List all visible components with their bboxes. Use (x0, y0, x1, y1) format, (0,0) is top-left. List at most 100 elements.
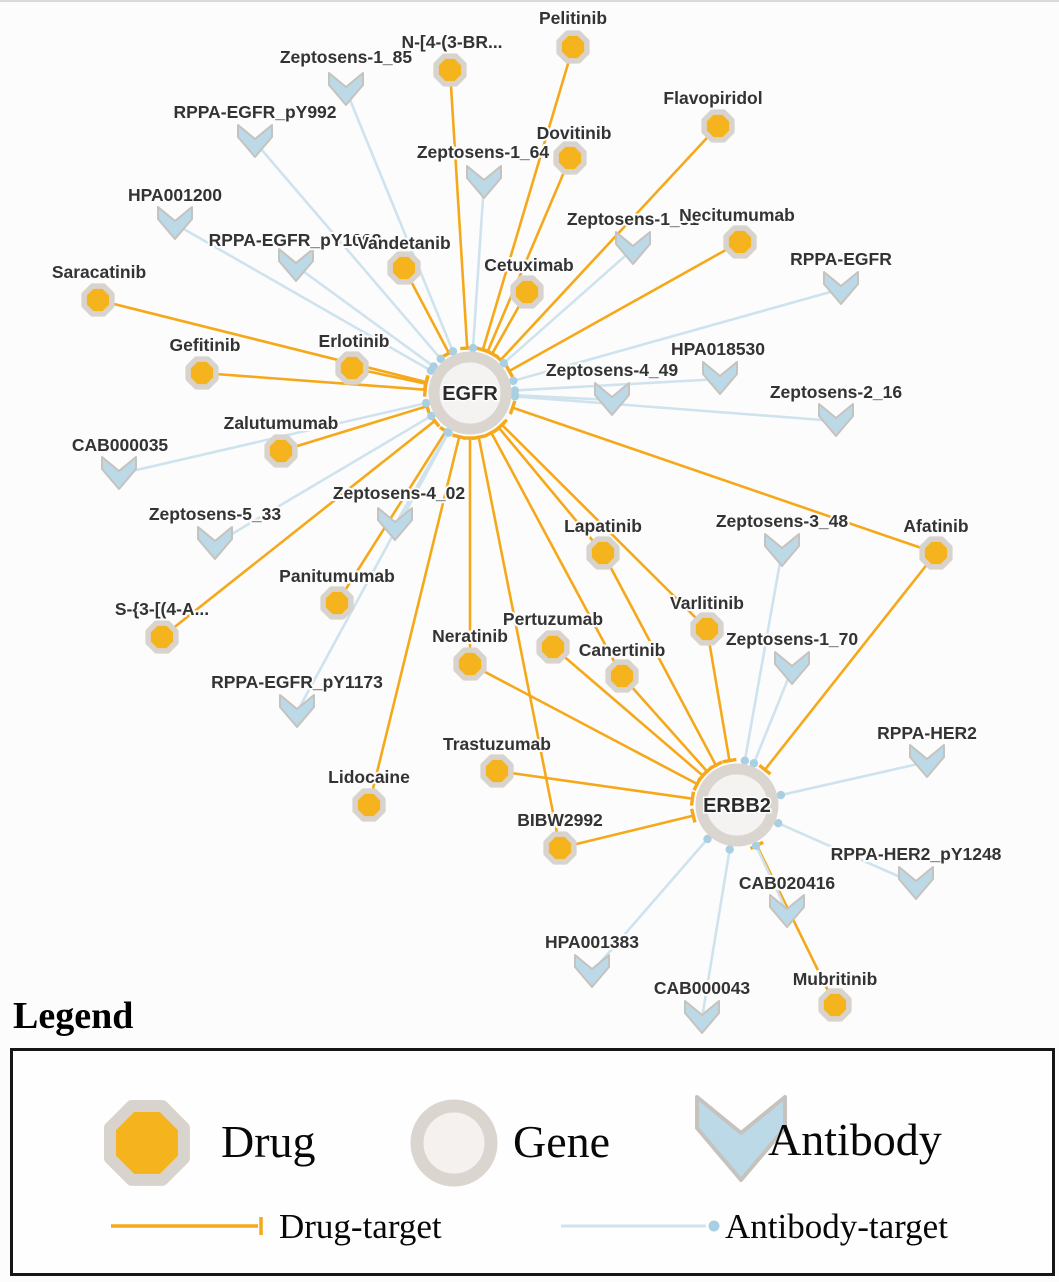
legend-label-drug: Drug (221, 1116, 316, 1167)
node-mubritinib[interactable] (818, 988, 852, 1022)
edge-zeptosens-4-49-egfr (510, 391, 613, 402)
node-dovitinib[interactable] (553, 141, 587, 175)
node-hpa001200[interactable] (157, 206, 193, 240)
node-cab000035[interactable] (101, 456, 137, 490)
edge-saracatinib-egfr (97, 298, 430, 390)
node-zeptosens-2-16[interactable] (818, 403, 854, 437)
node-label-lapatinib: Lapatinib (564, 516, 642, 536)
node-label-rppa-egfr-py992: RPPA-EGFR_pY992 (173, 102, 336, 122)
edge-rppa-her2-py1248-erbb2 (773, 818, 917, 886)
node-pertuzumab[interactable] (536, 630, 570, 664)
node-label-zeptosens-2-16: Zeptosens-2_16 (770, 382, 903, 402)
node-label-bibw2992: BIBW2992 (517, 810, 603, 830)
node-zalutumumab[interactable] (264, 434, 298, 468)
node-cetuximab[interactable] (510, 275, 544, 309)
node-label-canertinib: Canertinib (579, 640, 666, 660)
node-label-rppa-her2: RPPA-HER2 (877, 723, 977, 743)
edge-s-3-4-a-egfr (161, 414, 441, 639)
node-hpa001383[interactable] (574, 954, 610, 988)
node-label-cetuximab: Cetuximab (484, 255, 573, 275)
node-label-zeptosens-3-48: Zeptosens-3_48 (716, 511, 849, 531)
node-panitumumab[interactable] (320, 586, 354, 620)
edge-flavopiridol-egfr (494, 125, 719, 367)
node-flavopiridol[interactable] (701, 109, 735, 143)
edge-zeptosens-1-64-egfr (468, 182, 486, 353)
node-label-cab000043: CAB000043 (654, 978, 751, 998)
node-rppa-her2-py1248[interactable] (898, 866, 934, 900)
edge-bibw2992-egfr (471, 434, 562, 849)
node-label-hpa001200: HPA001200 (128, 185, 222, 205)
node-label-zalutumumab: Zalutumumab (224, 413, 339, 433)
node-label-flavopiridol: Flavopiridol (663, 88, 762, 108)
edge-rppa-egfr-py1068-egfr (295, 264, 438, 371)
node-vandetanib[interactable] (387, 251, 421, 285)
node-label-s-3-4-a: S-{3-[(4-A... (115, 599, 209, 619)
node-label-saracatinib: Saracatinib (52, 262, 146, 282)
edge-zeptosens-3-48-erbb2 (740, 550, 784, 765)
node-zeptosens-1-70[interactable] (774, 651, 810, 685)
network-canvas: PelitinibN-[4-(3-BR...Zeptosens-1_85RPPA… (50, 6, 1004, 1034)
node-label-rppa-her2-py1248: RPPA-HER2_pY1248 (831, 844, 1002, 864)
edge-zeptosens-1-85-egfr (344, 89, 458, 356)
edge-mubritinib-erbb2 (749, 840, 837, 1006)
node-zeptosens-3-48[interactable] (764, 533, 800, 567)
node-necitumumab[interactable] (723, 225, 757, 259)
edge-pelitinib-egfr (475, 46, 575, 354)
node-lidocaine[interactable] (352, 788, 386, 822)
node-label-n-4-3-br: N-[4-(3-BR... (401, 32, 502, 52)
node-canertinib[interactable] (605, 659, 639, 693)
node-erbb2[interactable] (695, 763, 779, 847)
node-egfr[interactable] (428, 351, 512, 435)
node-label-necitumumab: Necitumumab (679, 205, 795, 225)
node-cab000043[interactable] (684, 1000, 720, 1034)
node-label-zeptosens-1-70: Zeptosens-1_70 (726, 629, 859, 649)
node-label-hpa001383: HPA001383 (545, 932, 639, 952)
node-pelitinib[interactable] (556, 30, 590, 64)
node-hpa018530[interactable] (702, 361, 738, 395)
legend-label-gene: Gene (513, 1116, 611, 1167)
drug-legend-icon (104, 1100, 190, 1186)
gene-legend-icon (410, 1099, 498, 1187)
node-afatinib[interactable] (919, 536, 953, 570)
node-gefitinib[interactable] (185, 356, 219, 390)
edge-varlitinib-erbb2 (705, 628, 737, 764)
edge-zeptosens-1-70-erbb2 (749, 668, 794, 768)
node-label-afatinib: Afatinib (903, 516, 968, 536)
edge-hpa001383-erbb2 (591, 834, 712, 973)
node-label-dovitinib: Dovitinib (537, 123, 612, 143)
node-erlotinib[interactable] (335, 351, 369, 385)
edge-cab020416-erbb2 (751, 841, 789, 913)
edge-rppa-egfr-py992-egfr (254, 141, 445, 364)
node-bibw2992[interactable] (543, 831, 577, 865)
node-rppa-egfr[interactable] (823, 271, 859, 305)
node-zeptosens-5-33[interactable] (197, 526, 233, 560)
node-trastuzumab[interactable] (480, 754, 514, 788)
node-neratinib[interactable] (453, 647, 487, 681)
node-cab020416[interactable] (769, 894, 805, 928)
node-zeptosens-4-02[interactable] (377, 507, 413, 541)
edge-lapatinib-egfr (492, 421, 604, 554)
node-rppa-egfr-py992[interactable] (237, 124, 273, 158)
antibody-target-edge-icon (561, 1220, 720, 1232)
node-zeptosens-1-85[interactable] (328, 72, 364, 106)
node-zeptosens-1-51[interactable] (615, 231, 651, 265)
node-rppa-egfr-py1068[interactable] (278, 248, 314, 282)
edge-rppa-egfr-py1173-egfr (295, 428, 453, 713)
edge-afatinib-erbb2 (758, 552, 938, 776)
edge-panitumumab-egfr (335, 425, 453, 604)
edge-trastuzumab-erbb2 (496, 769, 696, 806)
edge-n-4-3-br-egfr (448, 69, 475, 351)
node-s-3-4-a[interactable] (145, 620, 179, 654)
node-zeptosens-1-64[interactable] (466, 165, 502, 199)
node-saracatinib[interactable] (81, 283, 115, 317)
node-zeptosens-4-49[interactable] (594, 382, 630, 416)
node-rppa-her2[interactable] (909, 744, 945, 778)
node-lapatinib[interactable] (586, 536, 620, 570)
node-label-zeptosens-4-49: Zeptosens-4_49 (546, 360, 679, 380)
node-n-4-3-br[interactable] (433, 53, 467, 87)
edge-gefitinib-egfr (201, 371, 428, 397)
node-varlitinib[interactable] (690, 612, 724, 646)
node-rppa-egfr-py1173[interactable] (279, 694, 315, 728)
edge-rppa-egfr-egfr (509, 287, 842, 386)
